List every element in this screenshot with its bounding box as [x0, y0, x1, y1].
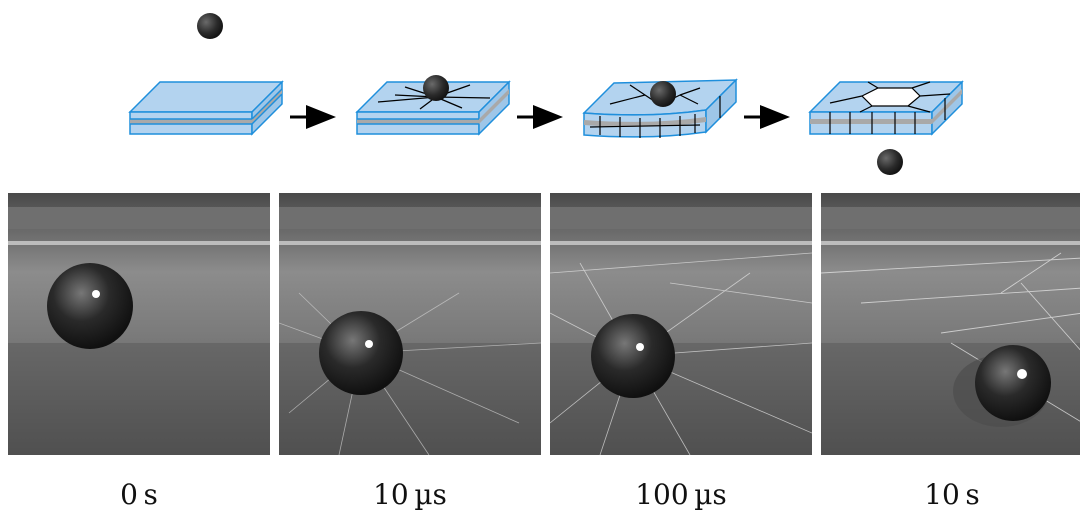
time-label-0: 0 s: [120, 478, 158, 511]
photo-frame-100us: [550, 193, 812, 455]
schematic-stage-1: [128, 13, 284, 136]
schematic-stage-4: [808, 80, 964, 175]
steel-ball: [975, 345, 1051, 421]
steel-ball-icon: [877, 149, 903, 175]
steel-ball: [319, 311, 403, 395]
fracture-network: [829, 81, 951, 134]
schematic-stage-2: [355, 75, 511, 136]
steel-ball-icon: [650, 81, 676, 107]
photo-frame-0s: [8, 193, 270, 455]
time-label-1: 10 µs: [373, 478, 447, 511]
schematic-stage-3: [582, 78, 738, 138]
steel-ball-icon: [423, 75, 449, 101]
steel-ball: [47, 263, 133, 349]
photo-frame-10us: [279, 193, 541, 455]
time-label-2: 100 µs: [635, 478, 727, 511]
steel-ball-icon: [197, 13, 223, 39]
time-label-3: 10 s: [924, 478, 980, 511]
schematic-row: [128, 13, 964, 175]
steel-ball: [591, 314, 675, 398]
laminated-glass-plate-icon: [128, 80, 284, 136]
photo-frame-10s: [821, 193, 1080, 455]
